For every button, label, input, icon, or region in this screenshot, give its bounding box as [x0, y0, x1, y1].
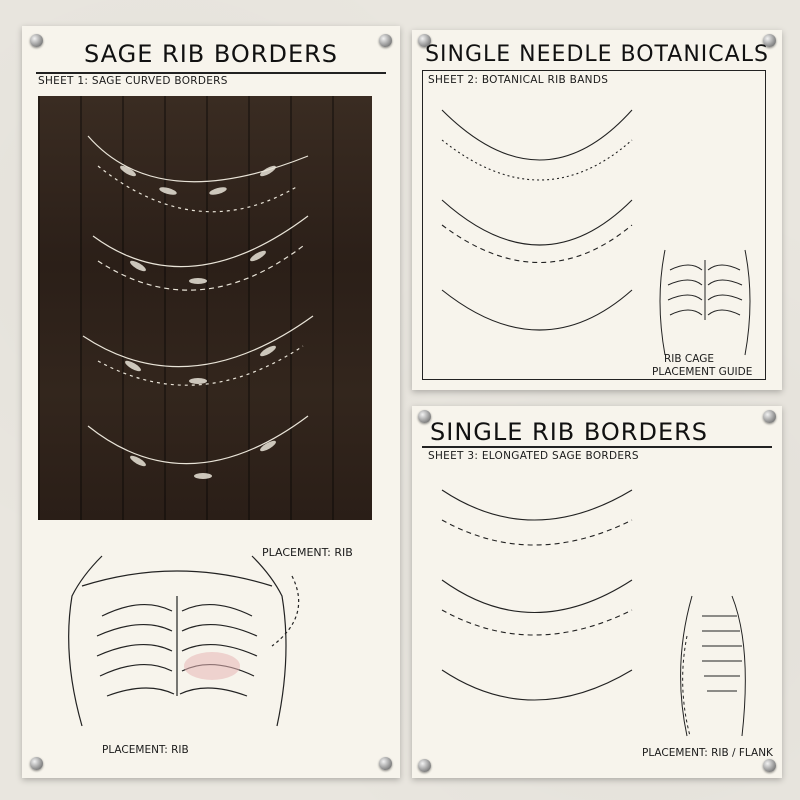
sheet-1-placement-label-bottom: PLACEMENT: RIB [102, 744, 189, 756]
rib-cage-small-illustration [659, 249, 751, 356]
wood-panel [38, 96, 372, 520]
pushpin-icon [763, 759, 776, 772]
sage-branch-illustration [82, 135, 314, 479]
sheet-2-caption-line1: RIB CAGE [664, 353, 715, 365]
pushpin-icon [418, 759, 431, 772]
sheet-2-subtitle: SHEET 2: BOTANICAL RIB BANDS [428, 74, 609, 86]
pushpin-icon [30, 757, 43, 770]
sheet-1-placement-label-top: PLACEMENT: RIB [262, 546, 353, 559]
rib-cage-illustration [68, 555, 300, 727]
sheet-2-caption-line2: PLACEMENT GUIDE [652, 366, 753, 378]
sheet-2: SINGLE NEEDLE BOTANICALS SHEET 2: BOTANI… [412, 30, 782, 390]
pushpin-icon [763, 410, 776, 423]
torso-side-illustration [680, 595, 746, 737]
sheet-3-placement-label: PLACEMENT: RIB / FLANK [642, 747, 773, 759]
sheet-3-subtitle: SHEET 3: ELONGATED SAGE BORDERS [428, 450, 639, 462]
sheet-3-title-rule [422, 446, 772, 448]
sheet-1-title-rule [36, 72, 386, 74]
elongated-sage-illustration [441, 489, 633, 701]
pushpin-icon [30, 34, 43, 47]
pushpin-icon [418, 34, 431, 47]
pushpin-icon [763, 34, 776, 47]
sheet-1-subtitle: SHEET 1: SAGE CURVED BORDERS [38, 75, 228, 87]
sheet-3-title: SINGLE RIB BORDERS [430, 418, 709, 446]
pushpin-icon [379, 34, 392, 47]
sheet-1: SAGE RIB BORDERS SHEET 1: SAGE CURVED BO… [22, 26, 400, 778]
sheet-1-title: SAGE RIB BORDERS [83, 40, 339, 68]
botanical-band-illustration [441, 109, 633, 331]
pushpin-icon [379, 757, 392, 770]
sheet-2-title: SINGLE NEEDLE BOTANICALS [425, 42, 769, 67]
pushpin-icon [418, 410, 431, 423]
sheet-3: SINGLE RIB BORDERS SHEET 3: ELONGATED SA… [412, 406, 782, 778]
sheet-2-frame [422, 70, 766, 380]
